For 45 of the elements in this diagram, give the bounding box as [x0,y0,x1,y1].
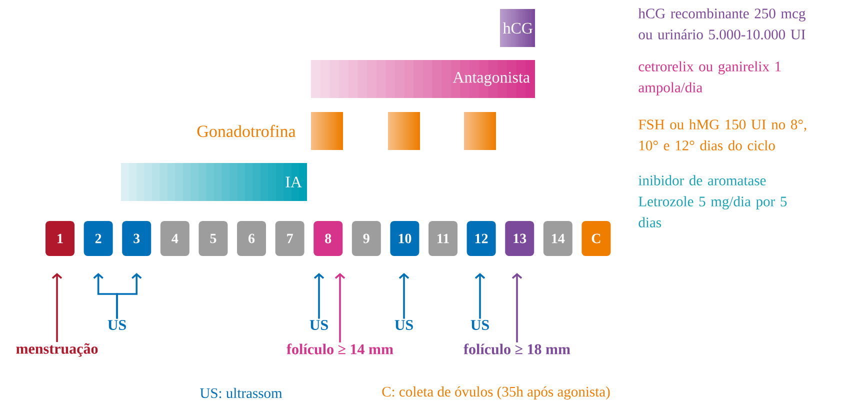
dose-description: hCG recombinante 250 mcg ou urinário 5.000-10.000 UI [638,8,806,40]
arrow [314,273,324,319]
note-text: US: ultrassom [200,388,282,398]
gradient-bar: IA [121,163,307,201]
annotation-text: US [310,320,328,330]
day-box: 9 [352,221,381,256]
day-box: C [582,221,611,256]
annotation-text: US [394,320,413,330]
day-box: 6 [237,221,266,256]
dose-square [311,112,343,150]
node-label: Antagonista [452,72,530,86]
gradient-bar: Antagonista [311,60,535,98]
arrow [334,273,346,342]
day-box: 4 [160,221,190,256]
annotation-text: US [108,320,126,330]
node-label: IA [286,176,302,188]
day-box: 12 [466,221,496,256]
gradient-bar: hCG [500,9,535,47]
note-text: C: coleta de óvulos (35h após agonista) [382,386,610,400]
day-box: 1 [46,221,74,256]
arrow [474,273,486,319]
arrow [512,273,522,342]
day-box: 14 [543,221,572,256]
arrow [116,273,142,319]
arrow [398,273,410,319]
day-box: 10 [390,221,420,256]
dose-square [464,112,496,150]
annotation-text: folículo ≥ 18 mm [464,344,570,354]
dose-square [388,112,420,150]
dose-description: FSH ou hMG 150 UI no 8°, 10° e 12° dias do ciclo [638,119,806,150]
node-label: hCG [502,22,533,34]
arrow [52,273,62,342]
annotation-text: US [470,320,489,330]
day-box: 8 [314,221,343,256]
annotation-text: folículo ≥ 14 mm [286,344,394,354]
day-box: 3 [122,221,152,256]
day-box: 7 [275,221,304,256]
day-box: 5 [198,221,228,256]
day-box: 11 [428,221,458,256]
row-label: Gonadotrofina [197,124,296,138]
dose-description: inibidor de aromatase Letrozole 5 mg/dia por 5 dias [638,175,787,228]
day-box: 2 [84,221,113,256]
day-box: 13 [505,221,534,256]
dose-description: cetrorelix ou ganirelix 1 ampola/dia [638,61,781,96]
annotation-text: menstruação [16,343,98,357]
